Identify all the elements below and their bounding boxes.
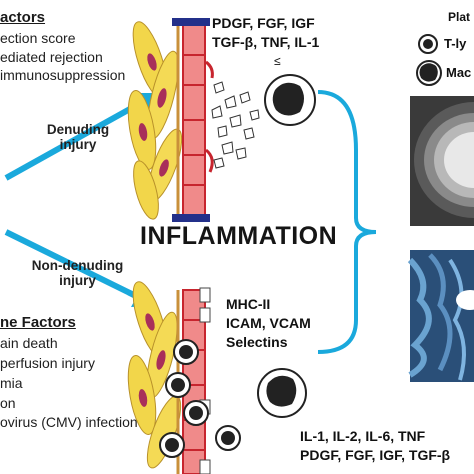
macrophage-icon <box>416 60 442 86</box>
legend-item-label: T-ly <box>444 36 467 51</box>
bottom-macrophage <box>257 368 307 418</box>
vessel-micrograph-top <box>410 96 474 226</box>
left-bottom-item: on <box>0 395 16 411</box>
non-denuding-label-line: Non-denuding <box>31 258 124 273</box>
t-lymphocyte-icon <box>418 34 438 54</box>
t-lymphocytes <box>159 339 241 458</box>
left-top-item: ediated rejection <box>0 49 103 65</box>
left-bottom-item: mia <box>0 375 23 391</box>
bottom-cytokines-line1: IL-1, IL-2, IL-6, TNF <box>300 428 426 444</box>
bottom-smooth-muscle <box>127 281 182 469</box>
top-macrophage <box>264 74 316 126</box>
left-bottom-heading: ne Factors <box>0 314 76 331</box>
left-bottom-item: perfusion injury <box>0 355 95 371</box>
top-smooth-muscle <box>127 21 183 220</box>
denuding-label-line: injury <box>59 137 97 152</box>
denuding-label: Denuding injury <box>38 122 118 152</box>
left-bottom-item: ovirus (CMV) infection <box>0 414 138 430</box>
bottom-marker: Selectins <box>226 334 288 350</box>
vessel-micrograph-bottom <box>407 250 474 382</box>
platelet-debris <box>211 81 260 169</box>
legend-item-label: Mac <box>446 65 472 80</box>
left-top-item: ection score <box>0 30 76 46</box>
bottom-marker: MHC-II <box>226 296 271 312</box>
left-top-item: immunosuppression <box>0 67 126 83</box>
denuding-label-line: Denuding <box>46 122 110 137</box>
bottom-cytokines-line2: PDGF, FGF, IGF, TGF-β <box>300 447 451 463</box>
inflammation-label: INFLAMMATION <box>140 222 338 250</box>
top-endothelium <box>172 18 214 222</box>
bottom-marker: ICAM, VCAM <box>226 315 311 331</box>
convergence-bracket <box>317 90 377 354</box>
left-bottom-item: ain death <box>0 335 58 351</box>
top-cytokines-line2: TGF-β, TNF, IL-1 <box>212 34 320 50</box>
legend-title: Plat <box>448 10 471 24</box>
top-cytokines-line1: PDGF, FGF, IGF <box>212 15 315 31</box>
top-cytokines-symbol: ≤ <box>274 54 281 68</box>
non-denuding-label: Non-denuding injury <box>20 258 135 288</box>
left-top-heading: actors <box>0 9 46 26</box>
non-denuding-label-line: injury <box>59 273 96 288</box>
